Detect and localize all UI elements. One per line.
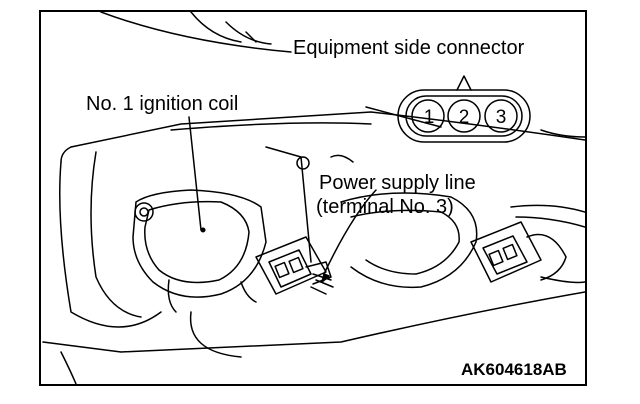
figure-code: AK604618AB xyxy=(461,360,567,379)
equipment-side-connector xyxy=(397,75,531,143)
leader-lines xyxy=(188,116,377,283)
connector-pin-1: 1 xyxy=(423,107,435,128)
coil-1-connector xyxy=(255,236,334,295)
engine-illustration xyxy=(42,12,585,384)
terminal-label: (terminal No. 3) xyxy=(316,196,454,218)
engine-cover xyxy=(42,111,585,384)
coil-2-connector xyxy=(470,221,567,283)
equipment-connector-label: Equipment side connector xyxy=(293,37,525,59)
connector-pin-2: 2 xyxy=(458,107,470,128)
power-supply-line-label: Power supply line xyxy=(319,172,476,194)
ignition-coil-1 xyxy=(132,189,267,313)
diagram-frame: Equipment side connector No. 1 ignition … xyxy=(39,10,587,386)
ignition-coil-3 xyxy=(510,204,585,284)
ignition-coil-label: No. 1 ignition coil xyxy=(86,93,239,115)
connector-pin-3: 3 xyxy=(495,107,507,128)
engine-background-lines xyxy=(100,12,585,138)
ignition-coil-2 xyxy=(340,192,478,289)
